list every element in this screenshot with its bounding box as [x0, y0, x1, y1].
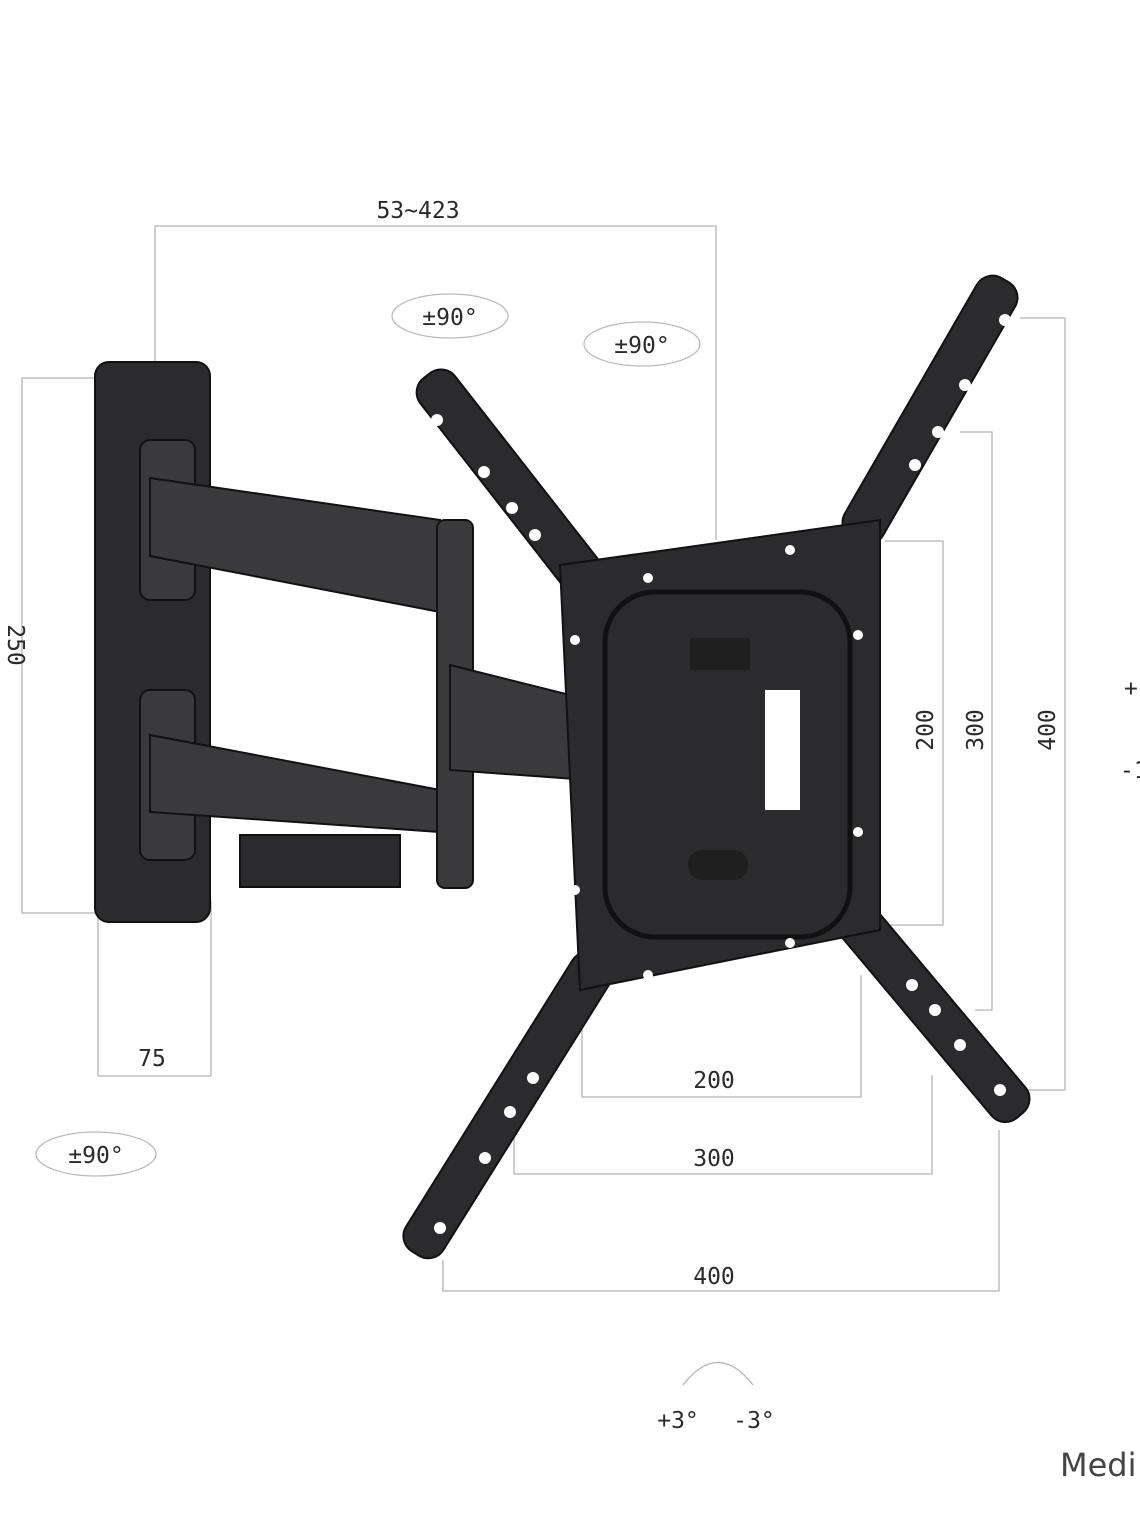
articulating-arms — [149, 476, 591, 889]
level-minus-label: -3° — [733, 1408, 775, 1434]
vesa-h-300-label: 300 — [693, 1146, 735, 1172]
mounting-holes — [431, 314, 1011, 1234]
brand-text: Medi — [1060, 1446, 1137, 1484]
tilt-down-label: -1 — [1120, 758, 1140, 784]
wall-plate-width-label: 75 — [138, 1046, 166, 1072]
swivel-label-3: ±90° — [68, 1143, 123, 1169]
wall-plate — [94, 361, 211, 923]
vesa-h-200-label: 200 — [693, 1068, 735, 1094]
rotation-indicators — [35, 293, 754, 1386]
vesa-v-200-label: 200 — [913, 709, 939, 751]
wall-plate-height-label: 250 — [2, 624, 28, 666]
vesa-h-400-label: 400 — [693, 1264, 735, 1290]
dimension-labels: 53~423 250 75 200 300 400 200 300 400 — [2, 198, 1061, 1290]
vesa-plate — [558, 518, 881, 992]
swivel-label-1: ±90° — [422, 305, 477, 331]
dimension-lines — [21, 225, 1066, 1292]
vesa-v-400-label: 400 — [1035, 709, 1061, 751]
tilt-up-label: + — [1124, 676, 1138, 702]
swivel-label-2: ±90° — [614, 333, 669, 359]
rotation-labels: ±90° ±90° ±90° + -1 +3° -3° — [68, 305, 1140, 1434]
level-plus-label: +3° — [657, 1408, 699, 1434]
vesa-v-300-label: 300 — [963, 709, 989, 751]
arm-extension-label: 53~423 — [376, 198, 459, 224]
